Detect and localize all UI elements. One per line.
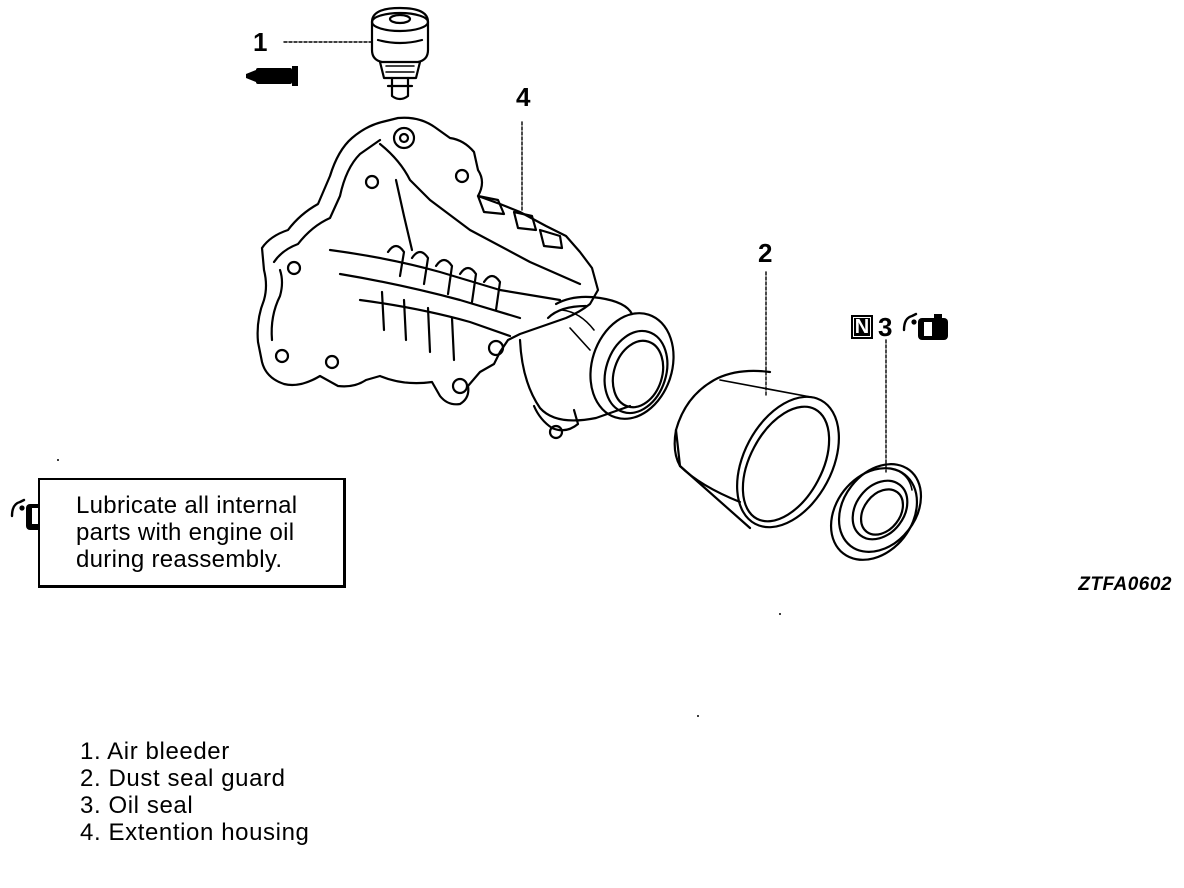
oil-can-icon bbox=[902, 312, 948, 340]
figure-code: ZTFA0602 bbox=[1078, 574, 1172, 595]
new-part-badge-letter: N bbox=[853, 316, 871, 338]
callout-3: 3 bbox=[878, 312, 893, 342]
callout-2: 2 bbox=[758, 238, 773, 268]
extension-housing-part bbox=[256, 116, 675, 440]
lubrication-note-text: Lubricate all internal parts with engine… bbox=[76, 492, 298, 573]
air-bleeder-part bbox=[370, 6, 430, 101]
legend-item: 1. Air bleeder bbox=[80, 738, 230, 765]
legend-item: 3. Oil seal bbox=[80, 792, 194, 819]
dust-seal-guard-part bbox=[673, 369, 840, 530]
new-part-badge: N bbox=[851, 315, 873, 339]
callout-1: 1 bbox=[253, 27, 268, 57]
lubrication-note-box: Lubricate all internal parts with engine… bbox=[38, 478, 346, 588]
parts-legend: 1. Air bleeder 2. Dust seal guard 3. Oil… bbox=[80, 738, 310, 846]
sealant-tube-icon bbox=[246, 66, 298, 86]
legend-item: 2. Dust seal guard bbox=[80, 765, 286, 792]
oil-seal-part bbox=[829, 463, 923, 561]
legend-item: 4. Extention housing bbox=[80, 819, 310, 846]
callout-4: 4 bbox=[516, 82, 531, 112]
